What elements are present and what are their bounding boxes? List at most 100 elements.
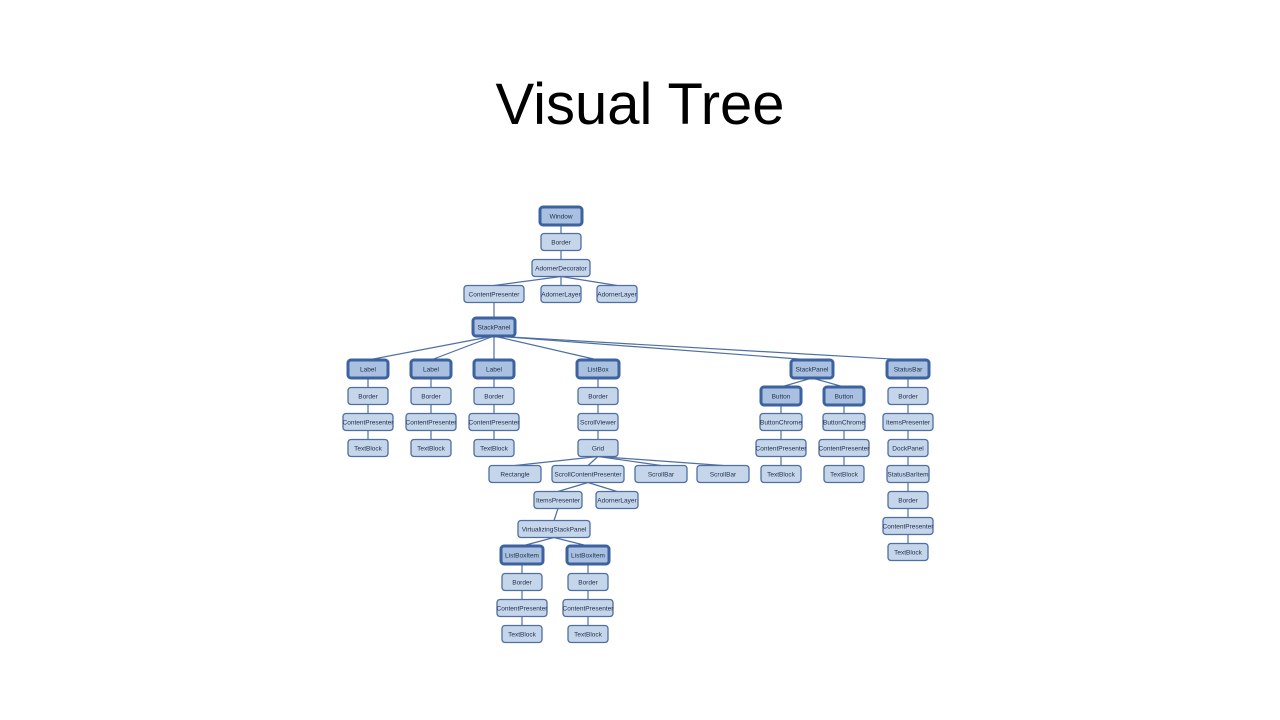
tree-node-dockpanel: DockPanel xyxy=(887,438,929,458)
tree-node-label: ContentPresenter xyxy=(563,605,615,612)
tree-node-label: Rectangle xyxy=(500,471,530,478)
tree-node-box xyxy=(405,412,457,432)
tree-node-box xyxy=(531,258,591,278)
edge-itemspresenter1-to-virtualizingstackpanel xyxy=(553,508,559,521)
tree-node-box xyxy=(347,386,389,406)
edge-stackpanel0-to-stackpanel2 xyxy=(493,335,813,361)
tree-node-label: Border xyxy=(588,393,608,400)
tree-node-virtualizingstackpanel: VirtualizingStackPanel xyxy=(517,519,591,539)
tree-node-listbox: ListBox xyxy=(575,358,621,380)
tree-node-label: TextBlock xyxy=(417,445,446,452)
tree-node-box xyxy=(596,284,638,304)
tree-node-statusbaritem: StatusBarItem xyxy=(886,464,930,484)
tree-node-box xyxy=(488,464,542,484)
tree-node-label: ListBox xyxy=(587,366,609,373)
tree-node-label: Border xyxy=(578,579,598,586)
tree-node-label: Border xyxy=(421,393,441,400)
tree-node-box xyxy=(501,624,543,644)
tree-node-label2: Label xyxy=(409,358,453,380)
tree-node-sbi-tb: TextBlock xyxy=(887,542,929,562)
tree-node-label3: Label xyxy=(472,358,516,380)
tree-node-label: Border xyxy=(358,393,378,400)
tree-node-label2-tb: TextBlock xyxy=(410,438,452,458)
tree-node-label: Border xyxy=(512,579,532,586)
tree-node-box xyxy=(823,464,865,484)
tree-node-label: Border xyxy=(898,393,918,400)
tree-node-label3-cp: ContentPresenter xyxy=(468,412,520,432)
edge-scrollcontentpresenter-to-itemspresenter1 xyxy=(557,481,589,493)
tree-node-itemspresenter1: ItemsPresenter xyxy=(533,490,583,510)
tree-node-box xyxy=(347,438,389,458)
tree-node-box xyxy=(517,519,591,539)
tree-node-box xyxy=(410,438,452,458)
edge-grid-to-rectangle xyxy=(514,455,599,467)
tree-node-label: ScrollBar xyxy=(710,471,737,478)
tree-node-box xyxy=(540,232,582,252)
tree-node-label1-border: Border xyxy=(347,386,389,406)
tree-node-box xyxy=(473,386,515,406)
tree-node-box xyxy=(887,490,929,510)
tree-node-box xyxy=(346,358,390,380)
tree-node-label: TextBlock xyxy=(574,631,603,638)
tree-node-box xyxy=(342,412,394,432)
tree-node-box xyxy=(472,358,516,380)
tree-node-b1-chrome: ButtonChrome xyxy=(759,412,803,432)
tree-node-label1-tb: TextBlock xyxy=(347,438,389,458)
tree-node-box xyxy=(468,412,520,432)
edge-adornerdecorator-to-adornerlayer2 xyxy=(560,275,618,287)
tree-node-label: AdornerLayer xyxy=(597,291,637,298)
tree-node-box xyxy=(789,358,835,380)
tree-node-label: ScrollViewer xyxy=(580,419,617,426)
tree-node-box xyxy=(759,412,803,432)
tree-node-box xyxy=(755,438,807,458)
tree-node-label3-border: Border xyxy=(473,386,515,406)
tree-node-label: Border xyxy=(898,497,918,504)
tree-node-label: ListBoxItem xyxy=(505,552,539,559)
tree-node-box xyxy=(885,358,931,380)
tree-node-label: Border xyxy=(484,393,504,400)
tree-node-lbi1-border: Border xyxy=(501,572,543,592)
tree-node-box xyxy=(499,544,545,566)
tree-node-box xyxy=(540,284,582,304)
tree-node-statusbar: StatusBar xyxy=(885,358,931,380)
tree-node-label: ContentPresenter xyxy=(819,445,871,452)
tree-node-label: StackPanel xyxy=(796,366,829,373)
tree-node-label: StatusBar xyxy=(894,366,923,373)
tree-node-lbi2-tb: TextBlock xyxy=(567,624,609,644)
tree-node-label: VirtualizingStackPanel xyxy=(522,526,587,533)
tree-node-box xyxy=(696,464,750,484)
tree-node-scrollviewer: ScrollViewer xyxy=(577,412,619,432)
edge-scrollcontentpresenter-to-adornerlayer3 xyxy=(587,481,618,493)
tree-node-box xyxy=(886,464,930,484)
tree-node-label2-cp: ContentPresenter xyxy=(405,412,457,432)
edge-stackpanel0-to-statusbar xyxy=(493,335,909,361)
tree-node-adornerlayer3: AdornerLayer xyxy=(595,490,639,510)
tree-node-box xyxy=(822,385,866,407)
tree-node-box xyxy=(577,386,619,406)
tree-node-lbi2-cp: ContentPresenter xyxy=(562,598,615,618)
tree-node-adornerdecorator: AdornerDecorator xyxy=(531,258,591,278)
slide-title: Visual Tree xyxy=(495,72,785,137)
tree-node-label: TextBlock xyxy=(767,471,796,478)
tree-node-b1-cp: ContentPresenter xyxy=(755,438,807,458)
tree-node-label: ContentPresenter xyxy=(883,523,935,530)
tree-node-box xyxy=(410,386,452,406)
tree-node-lbi1-tb: TextBlock xyxy=(501,624,543,644)
edge-grid-to-scrollbar2 xyxy=(597,455,724,467)
tree-node-label: AdornerLayer xyxy=(597,497,637,504)
tree-node-label: ScrollContentPresenter xyxy=(554,471,622,478)
tree-node-box xyxy=(577,412,619,432)
tree-node-label: TextBlock xyxy=(354,445,383,452)
tree-node-stackpanel2: StackPanel xyxy=(789,358,835,380)
tree-node-window: Window xyxy=(538,205,584,227)
tree-node-sbi-border: Border xyxy=(887,490,929,510)
tree-node-label: DockPanel xyxy=(892,445,924,452)
tree-node-label: Button xyxy=(835,393,854,400)
tree-node-label: Grid xyxy=(592,445,605,452)
tree-node-adornerlayer1: AdornerLayer xyxy=(540,284,582,304)
tree-node-label: AdornerDecorator xyxy=(535,265,587,272)
edge-adornerdecorator-to-contentpresenter0 xyxy=(493,275,562,287)
tree-node-b2-chrome: ButtonChrome xyxy=(822,412,866,432)
tree-node-label: ListBoxItem xyxy=(571,552,605,559)
